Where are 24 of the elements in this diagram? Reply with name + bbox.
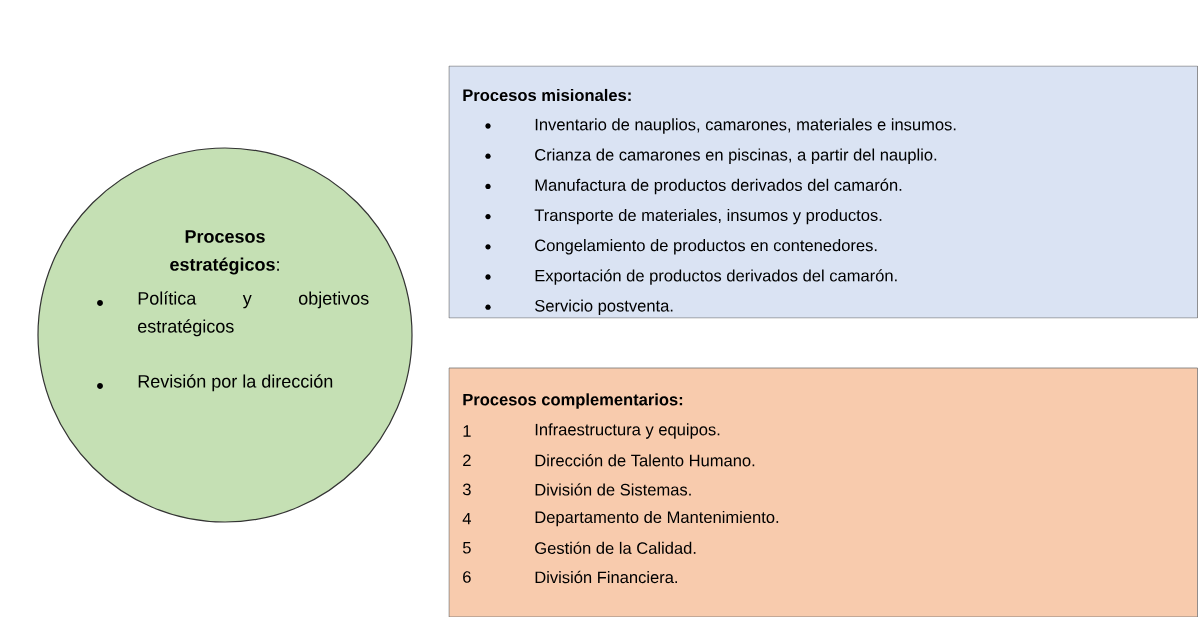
heading: Procesos complementarios: bbox=[463, 393, 683, 409]
list-number: 4 bbox=[462, 512, 471, 525]
bullet-item: Transporte de materiales, insumos y productos. bbox=[485, 208, 882, 225]
bullet-item: Inventario de nauplios, camarones, materiales e insumos. bbox=[485, 118, 956, 134]
list-item: Departamento de Mantenimiento. bbox=[535, 510, 779, 527]
bullet-item: Crianza de camarones en piscinas, a partir del nauplio. bbox=[485, 148, 937, 164]
heading: Procesos estratégicos: bbox=[170, 230, 279, 275]
bullet-item: Servicio postventa. bbox=[485, 299, 673, 315]
bullet-item: Manufactura de productos derivados del camarón. bbox=[485, 178, 902, 195]
list-item: División Financiera. bbox=[535, 570, 677, 584]
heading: Procesos misionales: bbox=[463, 88, 631, 102]
list-item: Infraestructura y equipos. bbox=[535, 423, 720, 439]
bullet-item: Revisión por la dirección bbox=[97, 374, 333, 392]
list-number: 1 bbox=[463, 425, 471, 437]
list-item: Dirección de Talento Humano. bbox=[535, 454, 755, 467]
list-item: División de Sistemas. bbox=[535, 483, 691, 496]
list-item: Gestión de la Calidad. bbox=[535, 541, 696, 554]
list-number: 3 bbox=[462, 483, 471, 496]
list-number: 6 bbox=[463, 571, 471, 583]
list-number: 5 bbox=[462, 542, 471, 554]
bullet-item: Exportación de productos derivados del camarón. bbox=[485, 269, 897, 285]
bullet-item: Congelamiento de productos en contenedores. bbox=[485, 239, 877, 255]
list-number: 2 bbox=[463, 454, 471, 466]
bullet-item: Política y objetivos estratégicos bbox=[97, 291, 369, 337]
